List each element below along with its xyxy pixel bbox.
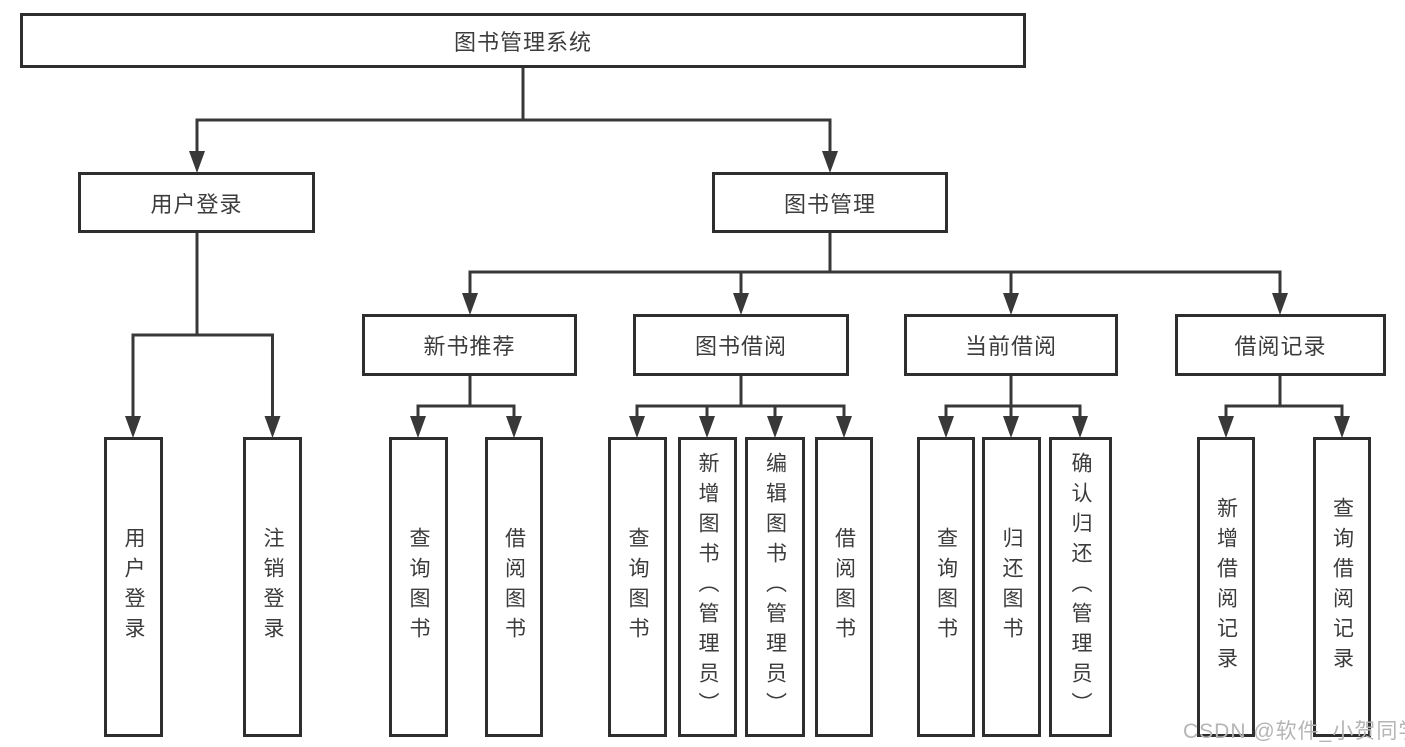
node-label: 用户登录	[150, 191, 243, 217]
node-book-borrowing: 图书借阅	[633, 314, 849, 376]
connector-records-to-leaves	[1224, 376, 1344, 418]
leaf-bb-edit-books-admin: 编辑图书（管理员）	[745, 437, 805, 737]
node-label: 归还图书	[1000, 527, 1023, 647]
connector-bookmgmt-to-level2	[468, 233, 1282, 294]
leaf-nbr-borrow-books: 借阅图书	[485, 437, 543, 737]
node-label: 图书管理	[783, 191, 876, 217]
node-borrowing-records: 借阅记录	[1175, 314, 1386, 376]
connector-currentborrow-to-leaves	[944, 376, 1082, 418]
leaf-logout-login: 注销登录	[243, 437, 302, 737]
node-label: 借阅图书	[502, 527, 526, 647]
node-new-book-recommend: 新书推荐	[362, 314, 577, 376]
connector-bookborrow-to-leaves	[635, 376, 846, 418]
leaf-bb-query-books: 查询图书	[608, 437, 667, 737]
leaf-cb-return-books: 归还图书	[982, 437, 1041, 737]
leaf-bb-add-books-admin: 新增图书（管理员）	[678, 437, 737, 737]
node-label: 查询图书	[626, 527, 649, 647]
leaf-bb-borrow-books: 借阅图书	[815, 437, 873, 737]
node-library-system: 图书管理系统	[20, 13, 1026, 68]
node-user-login: 用户登录	[78, 172, 315, 233]
node-label: 图书借阅	[694, 334, 787, 359]
node-current-borrowing: 当前借阅	[904, 314, 1118, 376]
node-book-management: 图书管理	[712, 172, 948, 233]
node-label: 编辑图书（管理员）	[763, 452, 787, 722]
connector-newbook-to-leaves	[416, 376, 516, 418]
node-label: 当前借阅	[964, 334, 1057, 359]
leaf-cb-confirm-return-admin: 确认归还（管理员）	[1049, 437, 1112, 737]
node-label: 确认归还（管理员）	[1069, 452, 1092, 722]
node-label: 查询图书	[407, 527, 430, 647]
node-label: 借阅记录	[1234, 334, 1327, 359]
connector-userlogin-to-leaves	[131, 233, 274, 417]
watermark: CSDN @软件_小贺同学	[1183, 720, 1405, 743]
node-label: 新增图书（管理员）	[696, 452, 719, 722]
leaf-nbr-query-books: 查询图书	[389, 437, 448, 737]
node-label: 图书管理系统	[453, 29, 592, 55]
leaf-br-query-record: 查询借阅记录	[1313, 437, 1371, 737]
node-label: 注销登录	[261, 527, 284, 647]
leaf-br-add-record: 新增借阅记录	[1197, 437, 1255, 737]
node-label: 借阅图书	[832, 527, 856, 647]
leaf-user-login: 用户登录	[104, 437, 163, 737]
node-label: 查询借阅记录	[1330, 497, 1354, 677]
leaf-cb-query-books: 查询图书	[917, 437, 975, 737]
node-label: 用户登录	[122, 527, 145, 647]
connector-root-to-level1	[195, 68, 832, 152]
node-label: 新书推荐	[423, 334, 516, 359]
node-label: 新增借阅记录	[1214, 497, 1238, 677]
node-label: 查询图书	[934, 527, 958, 647]
